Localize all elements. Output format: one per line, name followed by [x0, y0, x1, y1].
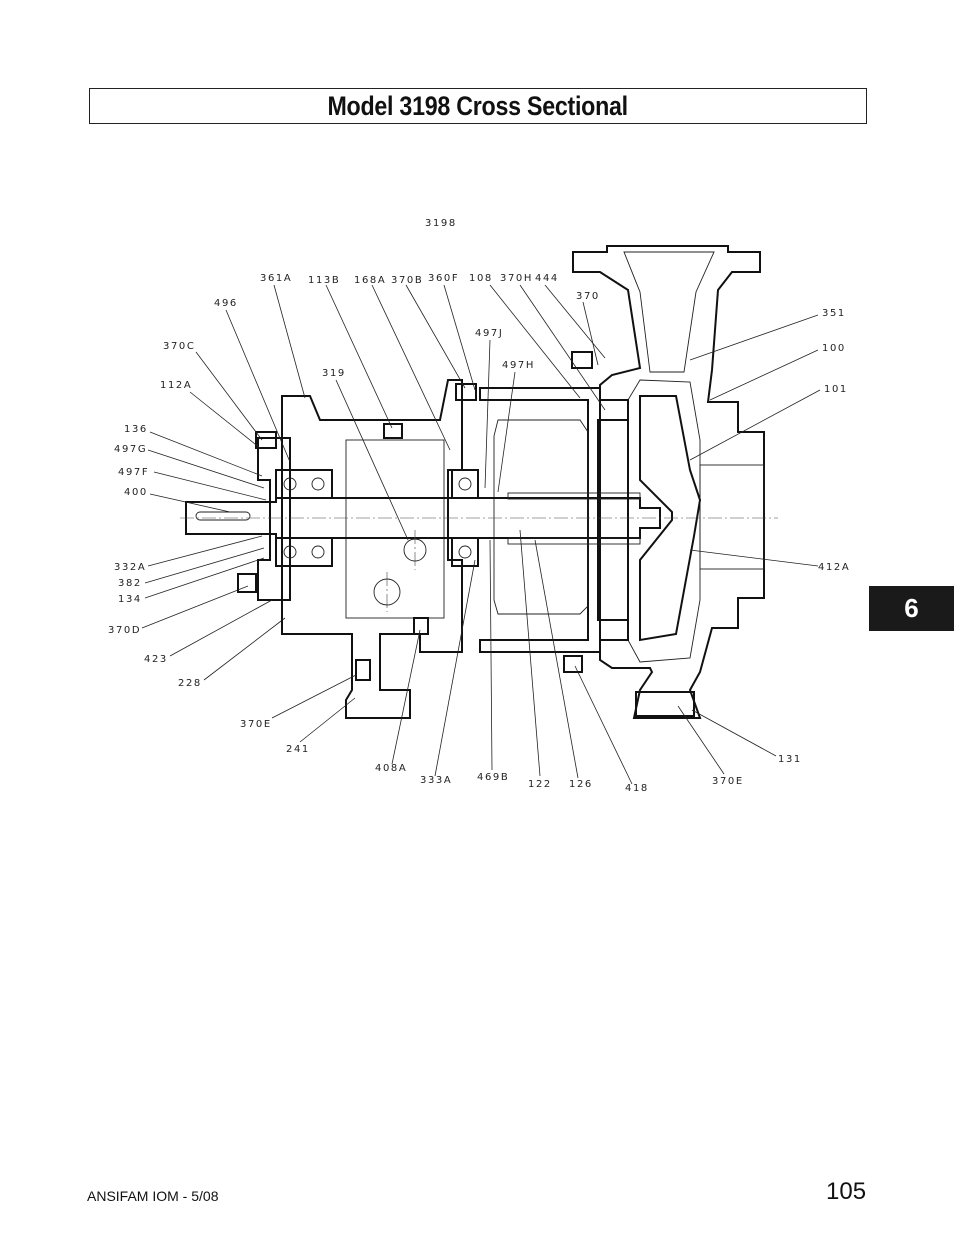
part-label: 100 — [822, 343, 846, 354]
part-label: 444 — [535, 273, 559, 284]
section-tab: 6 — [869, 586, 954, 631]
bolt-casing-bottom — [563, 655, 583, 673]
footer-document-id: ANSIFAM IOM - 5/08 — [87, 1188, 219, 1204]
part-label: 113B — [308, 275, 340, 286]
page-title: Model 3198 Cross Sectional — [327, 90, 629, 121]
bolt-adapter-bottom — [413, 617, 429, 635]
part-label: 360F — [428, 273, 459, 284]
part-label: 131 — [778, 754, 802, 765]
part-label: 497J — [475, 328, 503, 339]
part-label: 497H — [502, 360, 535, 371]
bolt-end-cover-top — [255, 431, 277, 449]
part-label: 496 — [214, 298, 238, 309]
bolt-end-cover-bottom — [237, 573, 257, 593]
part-label: 126 — [569, 779, 593, 790]
frame-void — [345, 439, 445, 619]
part-label: 408A — [375, 763, 407, 774]
part-label: 168A — [354, 275, 386, 286]
part-label: 332A — [114, 562, 146, 573]
part-label: 497G — [114, 444, 147, 455]
impeller — [639, 395, 702, 642]
part-label: 134 — [118, 594, 142, 605]
part-label: 351 — [822, 308, 846, 319]
part-label: 370H — [500, 273, 533, 284]
suction-bore — [699, 464, 765, 570]
part-label: 136 — [124, 424, 148, 435]
part-label: 108 — [469, 273, 493, 284]
part-label: 101 — [824, 384, 848, 395]
leader-lines — [141, 284, 821, 785]
part-label: 497F — [118, 467, 149, 478]
bearing-end-cover — [257, 437, 291, 601]
bolt-top-adapter — [455, 383, 477, 401]
adapter-cavity — [493, 419, 589, 615]
part-label: 370C — [163, 341, 195, 352]
shaft-sleeve — [507, 492, 641, 500]
bearing-frame — [281, 379, 463, 719]
bolt-top-frame — [383, 423, 403, 439]
part-label: 469B — [477, 772, 509, 783]
bolt-frame-foot — [355, 659, 371, 681]
part-label: 361A — [260, 273, 292, 284]
inboard-bearing — [451, 469, 479, 499]
part-label: 228 — [178, 678, 202, 689]
part-label: 319 — [322, 368, 346, 379]
part-label: 241 — [286, 744, 310, 755]
part-label: 370 — [576, 291, 600, 302]
part-label: 370B — [391, 275, 423, 286]
model-label: 3198 — [425, 218, 457, 229]
part-label: 400 — [124, 487, 148, 498]
title-box: Model 3198 Cross Sectional — [89, 88, 867, 124]
volute-void — [627, 379, 701, 663]
part-label: 382 — [118, 578, 142, 589]
part-label: 370E — [240, 719, 272, 730]
shaft — [185, 497, 661, 539]
part-labels: 3198 361A 113B 168A 370B 360F 108 370H 4… — [108, 218, 850, 794]
part-label: 333A — [420, 775, 452, 786]
part-label: 370D — [108, 625, 141, 636]
discharge-bore — [623, 251, 715, 373]
casing-outline — [572, 245, 765, 719]
page-number: 105 — [826, 1178, 867, 1205]
part-label: 412A — [818, 562, 850, 573]
inboard-bearing-lower — [451, 537, 479, 567]
part-label: 122 — [528, 779, 552, 790]
casing-foot — [635, 691, 695, 717]
seal-chamber — [597, 419, 629, 621]
part-label: 112A — [160, 380, 192, 391]
part-label: 370E — [712, 776, 744, 787]
bolt-casing-top — [571, 351, 593, 369]
pump-drawing — [180, 245, 778, 719]
adapter — [479, 387, 629, 653]
keyway — [195, 511, 251, 521]
part-label: 423 — [144, 654, 168, 665]
part-label: 418 — [625, 783, 649, 794]
